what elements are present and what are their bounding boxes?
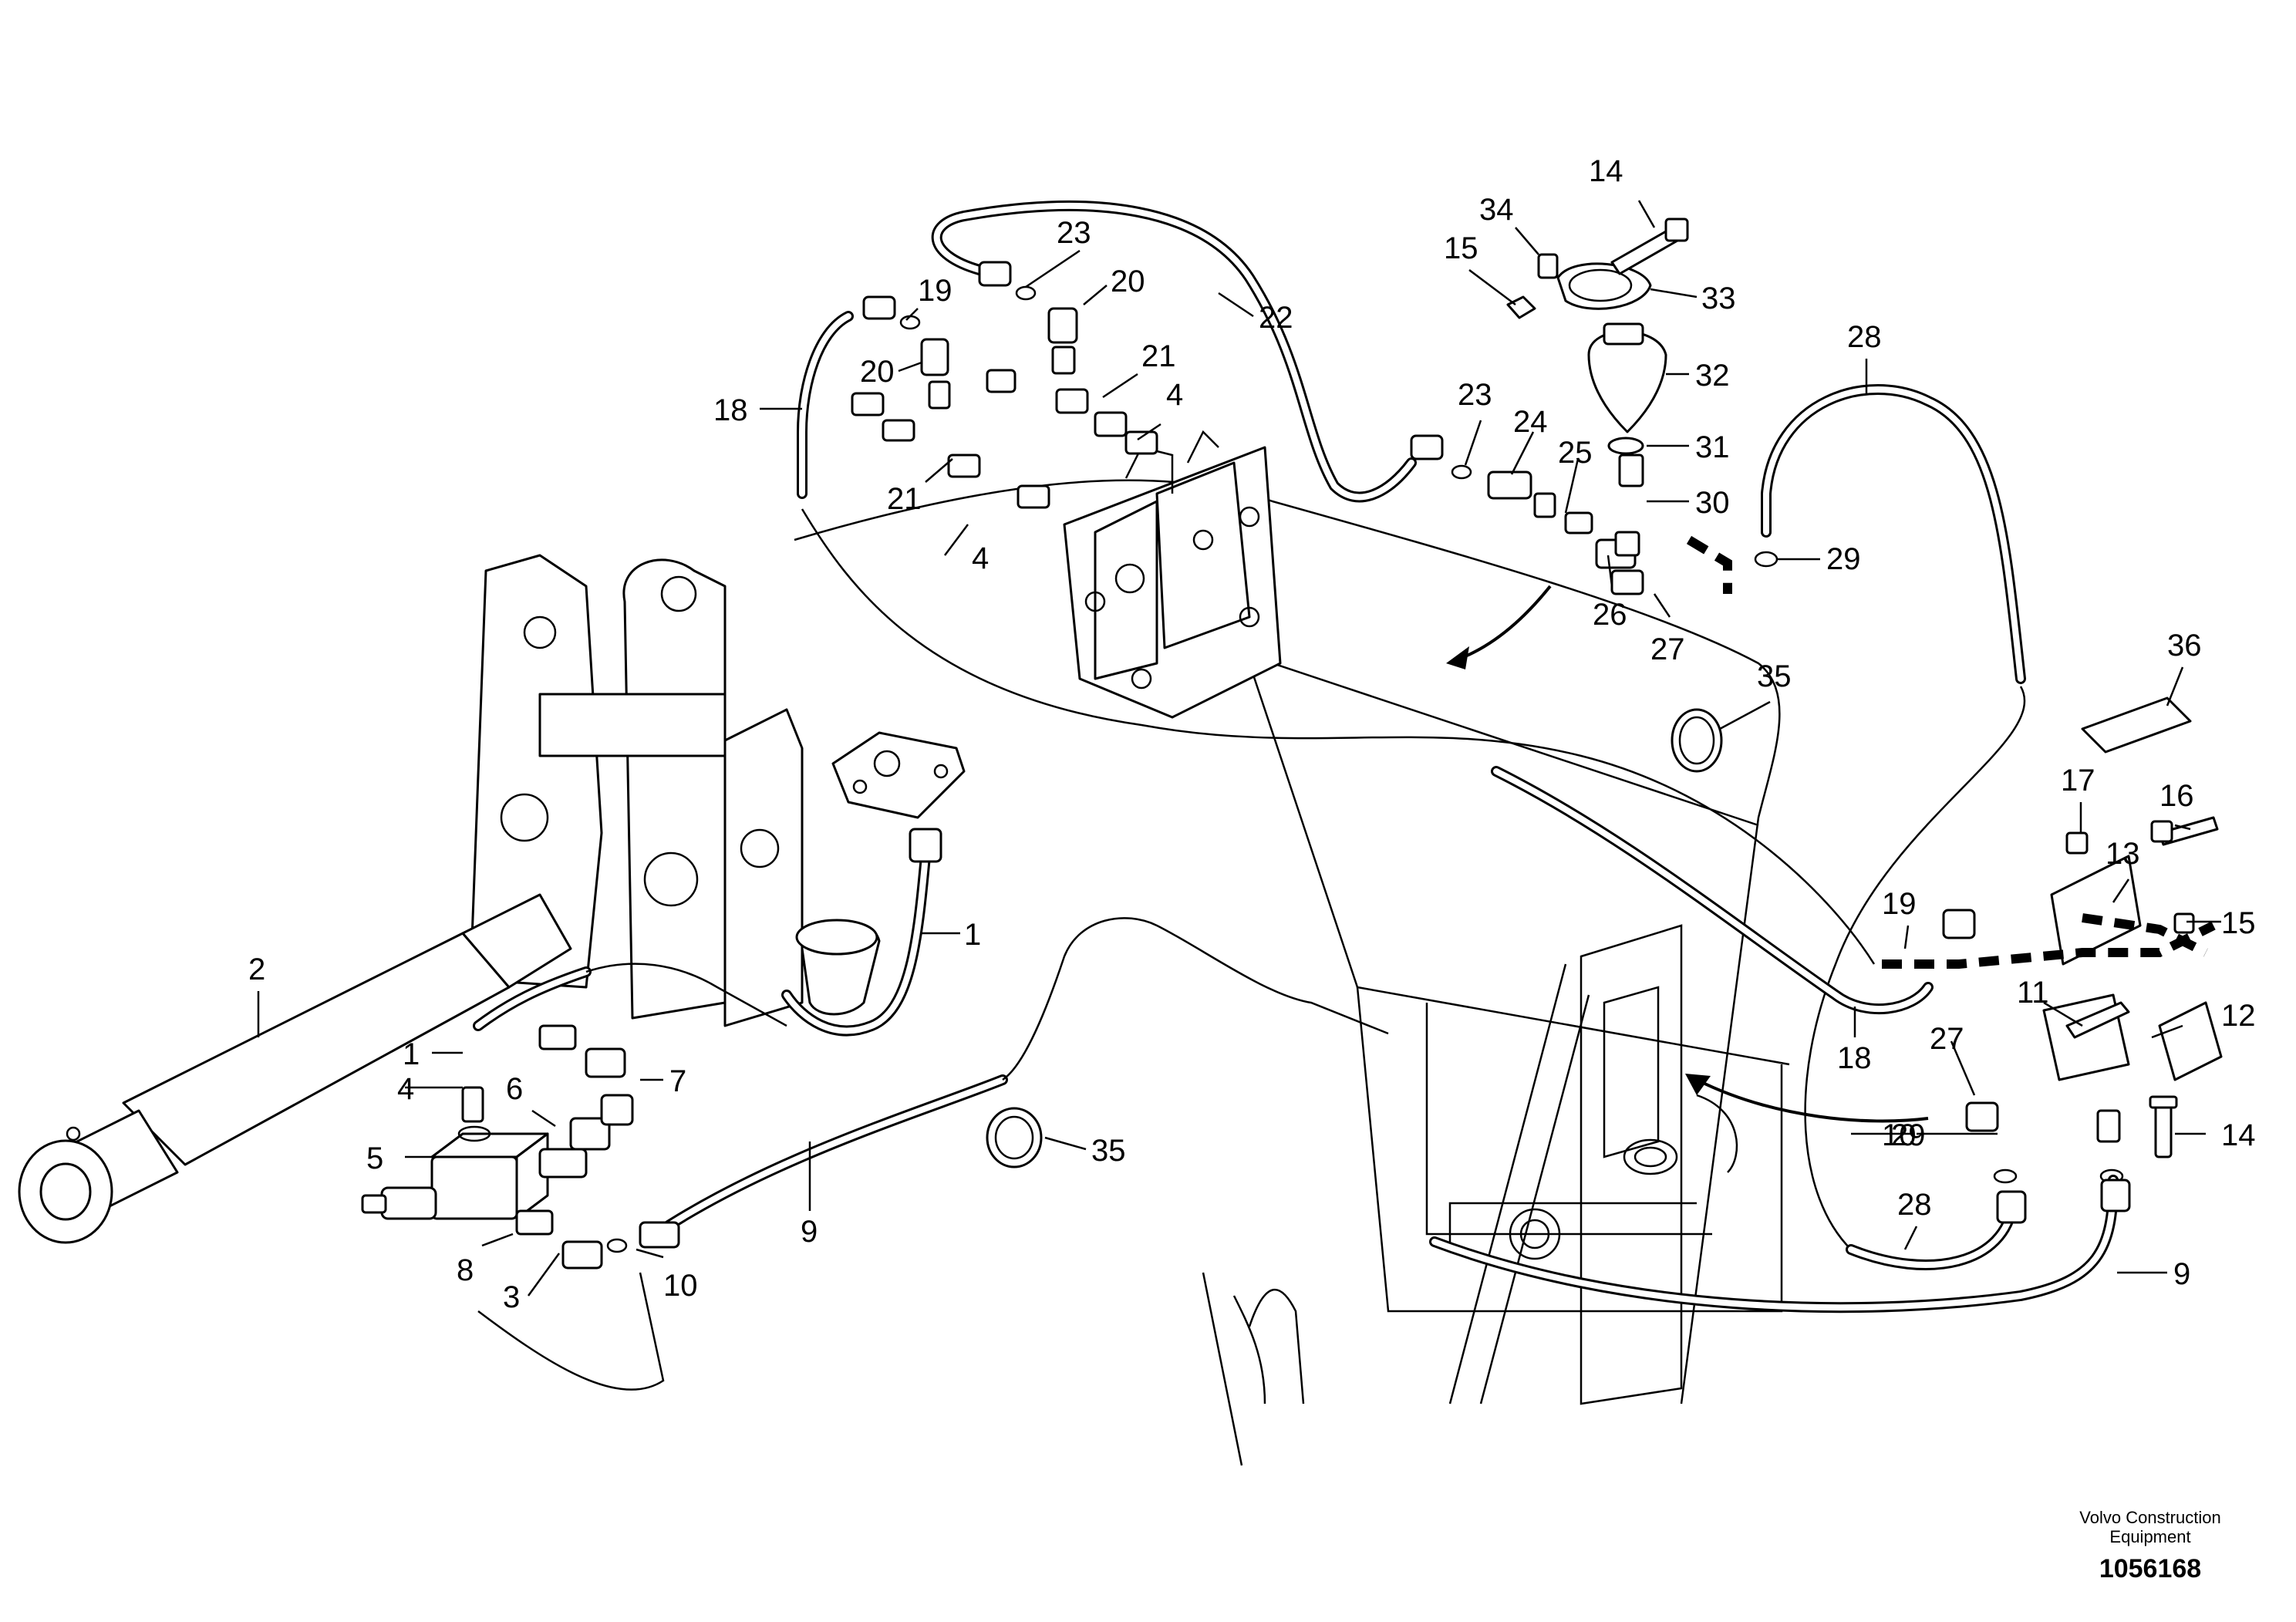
callout-4: 4 <box>1166 378 1183 412</box>
callout-1: 1 <box>403 1037 420 1071</box>
callout-7: 7 <box>669 1064 686 1098</box>
callout-17: 17 <box>2061 764 2095 798</box>
callout-14: 14 <box>1589 154 1623 188</box>
callout-19: 19 <box>1882 887 1917 921</box>
control-valve-assembly <box>1063 430 1282 719</box>
callout-23: 23 <box>1458 378 1492 412</box>
footer-credit: Volvo Construction Equipment 1056168 <box>2079 1508 2220 1583</box>
leader-lines <box>257 200 2221 1297</box>
callout-18: 18 <box>1837 1041 1872 1075</box>
callout-4: 4 <box>972 541 989 575</box>
callout-9: 9 <box>801 1215 818 1249</box>
callout-27: 27 <box>1930 1022 1964 1056</box>
callout-35: 35 <box>1091 1134 1126 1168</box>
callout-23: 23 <box>1057 216 1091 250</box>
callout-5: 5 <box>366 1141 383 1175</box>
credit-line-2: Equipment <box>2109 1527 2190 1546</box>
callout-19: 19 <box>918 274 952 308</box>
callout-28: 28 <box>1847 320 1882 354</box>
callout-20: 20 <box>1111 265 1145 298</box>
callout-24: 24 <box>1513 405 1548 439</box>
hoses <box>473 200 2119 1313</box>
callout-2: 2 <box>248 953 265 986</box>
callout-22: 22 <box>1259 301 1293 335</box>
callout-8: 8 <box>457 1253 474 1287</box>
callout-14: 14 <box>2221 1118 2256 1152</box>
callout-35: 35 <box>1757 659 1792 693</box>
chassis-frame <box>794 479 1790 1466</box>
callout-4: 4 <box>397 1072 414 1106</box>
callout-12: 12 <box>2221 999 2256 1033</box>
callout-6: 6 <box>506 1072 523 1106</box>
callout-26: 26 <box>1593 598 1627 632</box>
callout-10: 10 <box>1882 1118 1917 1152</box>
mount-bracket <box>795 731 966 1016</box>
callout-3: 3 <box>503 1280 520 1314</box>
callout-18: 18 <box>713 393 748 427</box>
direction-arrows <box>1446 585 1929 1123</box>
callout-labels: 1 1 2 3 4 4 4 5 6 7 8 9 9 10 10 11 12 13… <box>248 154 2256 1314</box>
callout-9: 9 <box>2173 1257 2190 1291</box>
callout-16: 16 <box>2159 779 2194 813</box>
callout-10: 10 <box>663 1269 698 1303</box>
callout-30: 30 <box>1695 486 1730 520</box>
loader-arm <box>18 554 804 1391</box>
callout-21: 21 <box>1141 339 1176 373</box>
callout-31: 31 <box>1695 430 1730 464</box>
callout-20: 20 <box>860 355 895 389</box>
callout-21: 21 <box>887 482 922 516</box>
document-number: 1056168 <box>2099 1554 2201 1583</box>
callout-36: 36 <box>2167 629 2202 663</box>
callout-28: 28 <box>1897 1188 1932 1222</box>
callout-13: 13 <box>2106 837 2140 871</box>
callout-1: 1 <box>964 918 981 952</box>
callout-34: 34 <box>1479 193 1514 227</box>
callout-11: 11 <box>2017 976 2049 1010</box>
callout-32: 32 <box>1695 359 1730 393</box>
callout-25: 25 <box>1558 436 1593 470</box>
callout-29: 29 <box>1826 542 1861 576</box>
callout-27: 27 <box>1650 632 1685 666</box>
fittings <box>361 218 2223 1270</box>
callout-15: 15 <box>1444 231 1478 265</box>
credit-line-1: Volvo Construction <box>2079 1508 2220 1527</box>
callout-29: 29 <box>1891 1118 1926 1152</box>
callout-15: 15 <box>2221 906 2256 940</box>
callout-33: 33 <box>1701 282 1736 315</box>
